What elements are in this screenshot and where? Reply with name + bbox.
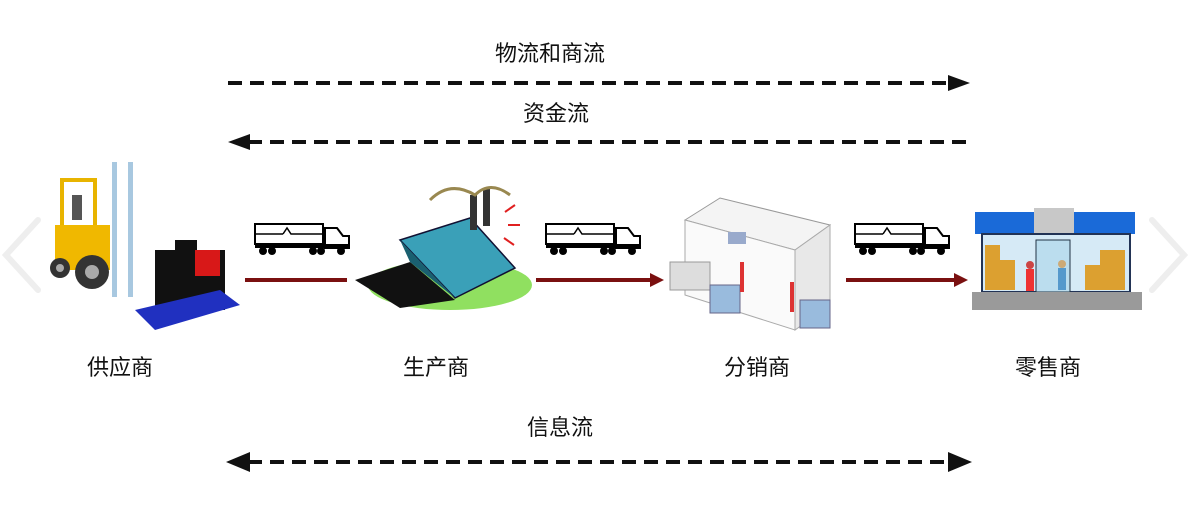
logistics-flow-arrow	[228, 75, 970, 91]
chevron-right-icon[interactable]	[1146, 215, 1190, 295]
truck-icon	[854, 223, 950, 256]
chevron-left-icon[interactable]	[0, 215, 44, 295]
node-label-distributor: 分销商	[723, 356, 791, 381]
truck-icon	[545, 223, 641, 256]
link-manufacturer-distributor	[536, 273, 664, 287]
flow-label-logistics: 物流和商流	[494, 42, 606, 67]
node-label-manufacturer: 生产商	[402, 356, 470, 381]
node-label-supplier: 供应商	[86, 356, 154, 381]
node-label-retailer: 零售商	[1014, 356, 1082, 381]
warehouse-icon	[669, 197, 832, 331]
truck-icon	[254, 223, 350, 256]
factory-icon	[355, 186, 532, 310]
flow-label-capital: 资金流	[522, 102, 590, 127]
flow-label-information: 信息流	[526, 416, 594, 441]
forklift-icon	[50, 162, 240, 330]
store-icon	[972, 208, 1142, 310]
information-flow-arrow	[226, 452, 972, 472]
link-distributor-retailer	[846, 273, 968, 287]
capital-flow-arrow	[228, 134, 970, 150]
